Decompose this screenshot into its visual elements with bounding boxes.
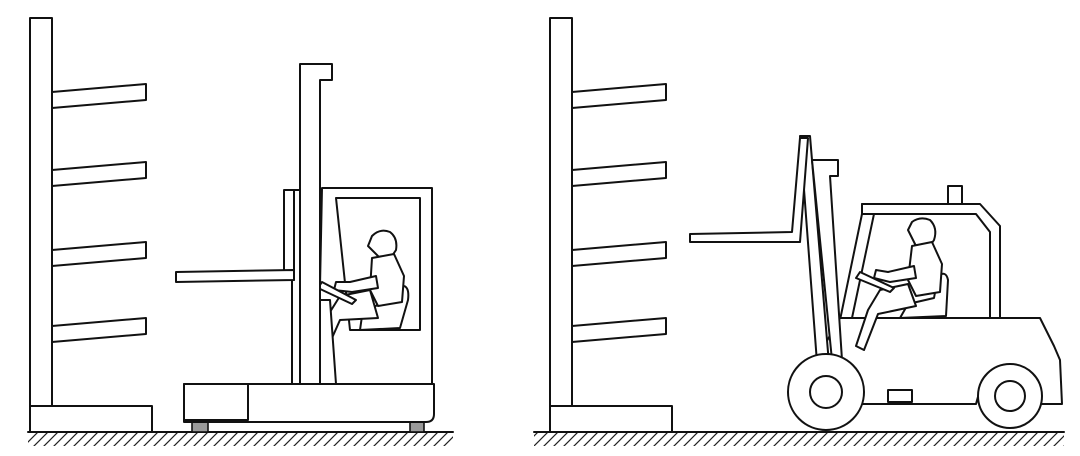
rear-wheel	[977, 363, 1043, 429]
counterbalance-forklift	[689, 135, 1063, 431]
fork-carriage	[283, 189, 295, 281]
operator-legs	[855, 283, 917, 351]
rack-arm-3	[571, 241, 667, 267]
operator-arm	[873, 265, 917, 283]
rack-arm-4	[571, 317, 667, 343]
cantilever-rack-left	[29, 17, 153, 433]
rack-arm-2	[571, 161, 667, 187]
guard-front-post-inner	[851, 213, 875, 319]
cantilever-rack-right	[549, 17, 673, 433]
chassis-front-box	[183, 383, 249, 421]
right-panel	[533, 17, 1065, 446]
operator-head	[907, 217, 937, 247]
overhead-guard-inner	[861, 203, 991, 321]
operator-left	[315, 229, 405, 357]
left-panel	[27, 17, 454, 446]
forks	[689, 137, 809, 243]
rack-arm-1	[51, 83, 147, 109]
rack-arm-2	[51, 161, 147, 187]
rack-arm-3	[51, 241, 147, 267]
operator-head	[367, 229, 398, 259]
steering-wheel	[855, 271, 895, 293]
ground-left	[27, 431, 454, 446]
rack-column	[29, 17, 53, 407]
rack-column	[549, 17, 573, 407]
rack-base	[549, 405, 673, 433]
rack-arm-1	[571, 83, 667, 109]
rack-arm-4	[51, 317, 147, 343]
overhead-guard	[861, 203, 1001, 321]
rack-base	[29, 405, 153, 433]
operator-right	[855, 217, 943, 351]
step	[887, 389, 913, 403]
side-loader-forklift	[175, 63, 435, 433]
mast-inner	[291, 189, 301, 385]
warning-light	[947, 185, 963, 205]
front-wheel	[787, 353, 865, 431]
guard-front-post	[839, 213, 863, 321]
forks	[175, 269, 295, 283]
ground-right	[533, 431, 1065, 446]
